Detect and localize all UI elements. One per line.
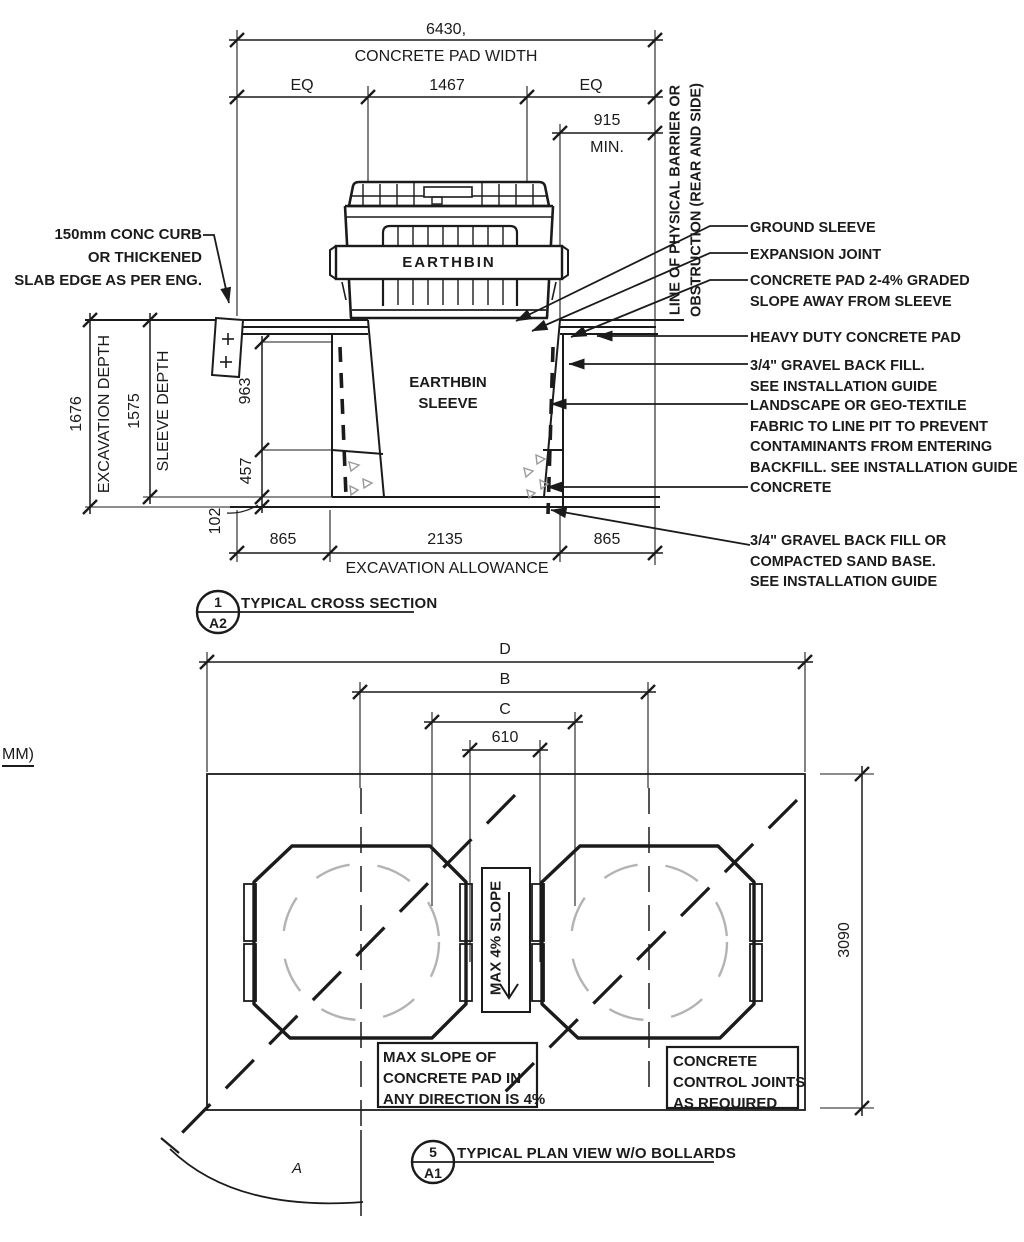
dim-inner-c: C (499, 701, 511, 718)
label-sleeve-depth: SLEEVE DEPTH (155, 350, 172, 472)
earthbin-sleeve-label: EARTHBIN SLEEVE (409, 374, 487, 412)
dim-spacing-b: B (499, 671, 511, 688)
dim-clearance-min: MIN. (590, 139, 624, 156)
pv-dimension-lines (199, 661, 863, 1116)
cs-title: TYPICAL CROSS SECTION (241, 595, 438, 612)
cs-earthbin (329, 180, 569, 320)
dim-excavation-depth: 1676 (68, 396, 85, 432)
barrier-note: LINE OF PHYSICAL BARRIER OR OBSTRUCTION … (667, 83, 705, 317)
label-pad-width: CONCRETE PAD WIDTH (354, 48, 538, 65)
pv-bubble-number: 5 (429, 1144, 437, 1160)
pv-bins (252, 844, 756, 1040)
note-control-joints: CONCRETE CONTROL JOINTS AS REQUIRED (673, 1053, 806, 1112)
margin-note-mm: MM) (2, 746, 34, 767)
slope-arrow-label: MAX 4% SLOPE (487, 880, 505, 996)
dim-sleeve-depth: 1575 (126, 393, 143, 429)
cs-dimension-lines (89, 39, 663, 554)
dim-eq-left: EQ (290, 77, 314, 94)
dim-opening: 1467 (429, 77, 465, 94)
pv-title-bubble (410, 1139, 714, 1185)
dim-overall-d: D (499, 641, 511, 658)
pv-ghost-circles (281, 862, 729, 1022)
earthbin-band-label: EARTHBIN (402, 254, 496, 271)
pv-note-boxes (376, 1041, 800, 1110)
callout-gravel-backfill: 3/4" GRAVEL BACK FILL. SEE INSTALLATION … (750, 358, 938, 395)
cs-extension-lines (85, 30, 656, 565)
dim-base: 102 (207, 507, 224, 535)
curb-note: 150mm CONC CURB OR THICKENED SLAB EDGE A… (14, 226, 202, 289)
callout-sand-base: 3/4" GRAVEL BACK FILL OR COMPACTED SAND … (750, 533, 947, 590)
callout-expansion-joint: EXPANSION JOINT (750, 247, 882, 263)
note-max-slope: MAX SLOPE OF CONCRETE PAD IN ANY DIRECTI… (383, 1049, 546, 1108)
arc-label-a: A (291, 1160, 303, 1177)
pv-bubble-sheet: A1 (424, 1165, 442, 1181)
callout-graded-slope: CONCRETE PAD 2-4% GRADED SLOPE AWAY FROM… (750, 273, 970, 310)
pv-arc-a (169, 1148, 364, 1205)
pv-diagonal-joints (168, 793, 799, 1147)
dim-pad-width: 6430, (425, 21, 467, 38)
pv-slope-box (481, 867, 531, 1013)
dim-allowance-center: 2135 (427, 531, 463, 548)
dim-pad-depth-3090: 3090 (836, 922, 853, 958)
label-excavation-allowance: EXCAVATION ALLOWANCE (345, 560, 549, 577)
dim-collar: 457 (238, 457, 255, 485)
pv-extension-lines (206, 652, 874, 1109)
cs-dimension-ticks (81, 31, 664, 562)
dim-allowance-right: 865 (593, 531, 621, 548)
cs-gravel-hatch (348, 453, 550, 500)
dim-allowance-left: 865 (269, 531, 297, 548)
callout-geotextile: LANDSCAPE OR GEO-TEXTILE FABRIC TO LINE … (750, 398, 1018, 476)
cs-structure (85, 319, 684, 508)
pv-concrete-pad (206, 773, 806, 1111)
callout-concrete-pad: HEAVY DUTY CONCRETE PAD (750, 330, 961, 346)
dim-sleeve-upper: 963 (237, 377, 254, 405)
cs-bubble-sheet: A2 (209, 615, 227, 631)
cs-title-bubble (195, 589, 414, 635)
dim-gap-610: 610 (491, 729, 519, 746)
pv-bin-brackets (243, 883, 763, 1002)
callout-ground-sleeve: GROUND SLEEVE (750, 220, 876, 236)
dim-eq-right: EQ (579, 77, 603, 94)
cs-bubble-number: 1 (214, 594, 222, 610)
label-excavation-depth: EXCAVATION DEPTH (96, 334, 113, 494)
cs-curb (210, 316, 245, 379)
cs-leaders (203, 225, 751, 546)
dim-clearance: 915 (593, 112, 621, 129)
pv-diagonal-end-tick (160, 1137, 180, 1154)
pv-title: TYPICAL PLAN VIEW W/O BOLLARDS (457, 1145, 737, 1162)
callout-concrete: CONCRETE (750, 480, 832, 496)
